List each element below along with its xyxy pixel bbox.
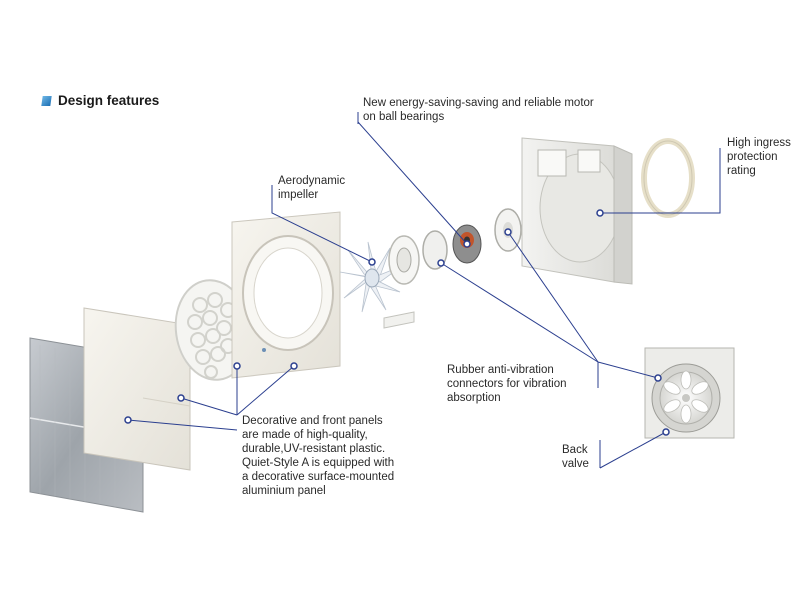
label-back-valve: Back valve	[562, 444, 589, 470]
front-body-panel	[231, 211, 341, 379]
impeller	[339, 241, 403, 313]
seal-ring	[641, 138, 695, 218]
section-heading: Design features	[58, 93, 160, 108]
label-ingress-protection: High ingress protection rating	[727, 137, 791, 177]
front-panel	[83, 307, 191, 471]
small-bracket	[383, 311, 415, 329]
label-rubber-connectors: Rubber anti-vibration connectors for vib…	[447, 364, 567, 404]
label-impeller: Aerodynamic impeller	[278, 175, 346, 201]
rotor-ring	[388, 235, 420, 285]
assembled-fan	[644, 347, 735, 439]
heading-bullet-icon	[41, 96, 52, 106]
fan-housing	[521, 137, 633, 285]
label-panels: Decorative and front panels are made of …	[242, 415, 395, 497]
leader-lines	[127, 112, 721, 469]
leader-dots	[124, 209, 670, 436]
label-motor: New energy-saving-saving and reliable mo…	[363, 97, 594, 123]
